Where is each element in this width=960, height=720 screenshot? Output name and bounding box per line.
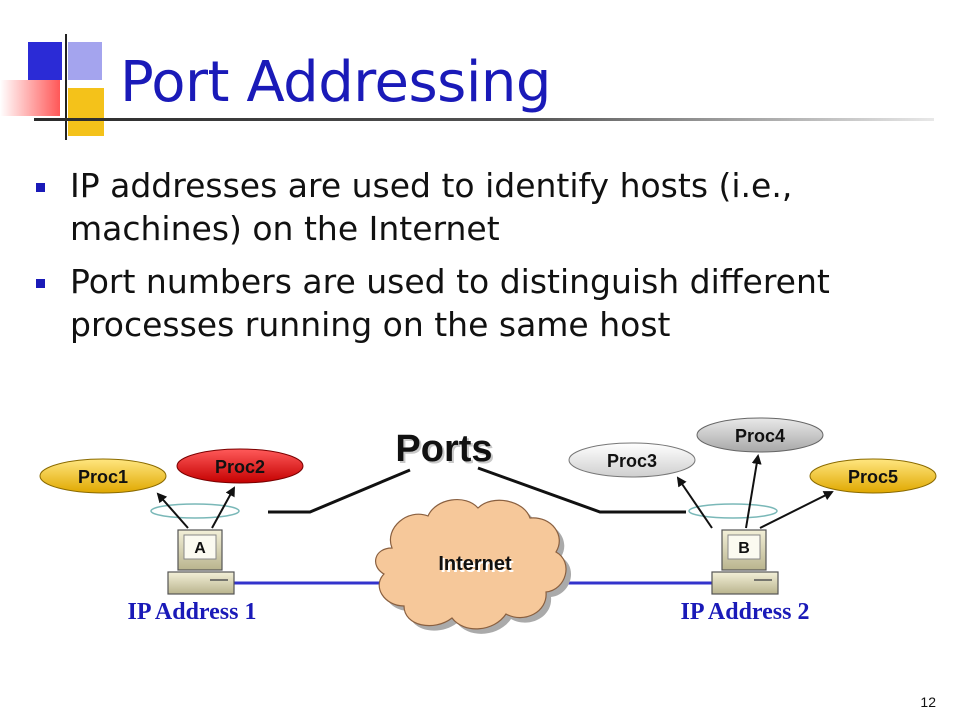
ip-address-2: IP Address 2 <box>681 599 810 625</box>
blue-square <box>28 42 62 80</box>
ports-label: Ports <box>395 428 492 470</box>
arrow-b-proc5 <box>759 491 834 529</box>
host-b-screen <box>727 534 761 560</box>
bullet-item: Port numbers are used to distinguish dif… <box>34 260 934 346</box>
proc4-label: Proc4 <box>735 426 785 446</box>
proc3-label: Proc3 <box>607 451 657 471</box>
host-b-label: B <box>738 540 750 557</box>
proc5-oval <box>809 458 937 494</box>
arrow-b-proc3 <box>676 476 713 529</box>
port-ring-b <box>688 503 778 519</box>
process-proc1: Proc1 <box>39 458 167 494</box>
corner-decoration-graphic <box>0 34 104 140</box>
proc2-label: Proc2 <box>215 457 265 477</box>
proc5-label: Proc5 <box>848 467 898 487</box>
proc1-label: Proc1 <box>78 467 128 487</box>
bullet-text: IP addresses are used to identify hosts … <box>70 166 793 248</box>
process-proc2: Proc2 <box>176 448 304 484</box>
red-square <box>0 80 60 116</box>
arrow-b-proc4 <box>745 454 762 529</box>
host-b: B <box>711 529 779 595</box>
bullet-item: IP addresses are used to identify hosts … <box>34 164 934 250</box>
arrow-a-proc2 <box>211 486 235 529</box>
bullet-text: Port numbers are used to distinguish dif… <box>70 262 830 344</box>
port-ring-a <box>150 503 240 519</box>
bullet-marker <box>36 279 45 288</box>
page-number: 12 <box>920 694 936 710</box>
ports-callout-line-left <box>268 468 411 514</box>
process-proc5: Proc5 <box>809 458 937 494</box>
host-a-screen <box>183 534 217 560</box>
internet-label-shadow: Internet <box>440 555 514 577</box>
ip-address-1: IP Address 1 <box>128 599 257 625</box>
internet-cloud-shape <box>375 499 567 630</box>
corner-decoration <box>0 0 120 140</box>
light-blue-square <box>68 42 102 80</box>
arrow-a-proc1 <box>156 492 189 529</box>
internet-label: Internet <box>438 553 512 575</box>
host-a-case <box>167 571 235 595</box>
ports-callout-line-right <box>477 466 686 514</box>
host-b-case <box>711 571 779 595</box>
host-a-label: A <box>194 540 206 557</box>
yellow-square <box>68 88 104 136</box>
ports-label-shadow: Ports <box>397 430 494 472</box>
proc3-oval <box>568 442 696 478</box>
title-underline <box>34 118 934 121</box>
bullet-list: IP addresses are used to identify hosts … <box>34 164 934 356</box>
proc2-oval <box>176 448 304 484</box>
internet-cloud: Internet Internet <box>375 499 572 634</box>
host-a: A <box>167 529 235 595</box>
bullet-marker <box>36 183 45 192</box>
process-proc4: Proc4 <box>696 417 824 453</box>
slide-title: Port Addressing <box>120 50 551 115</box>
process-proc3: Proc3 <box>568 442 696 478</box>
proc4-oval <box>696 417 824 453</box>
proc1-oval <box>39 458 167 494</box>
